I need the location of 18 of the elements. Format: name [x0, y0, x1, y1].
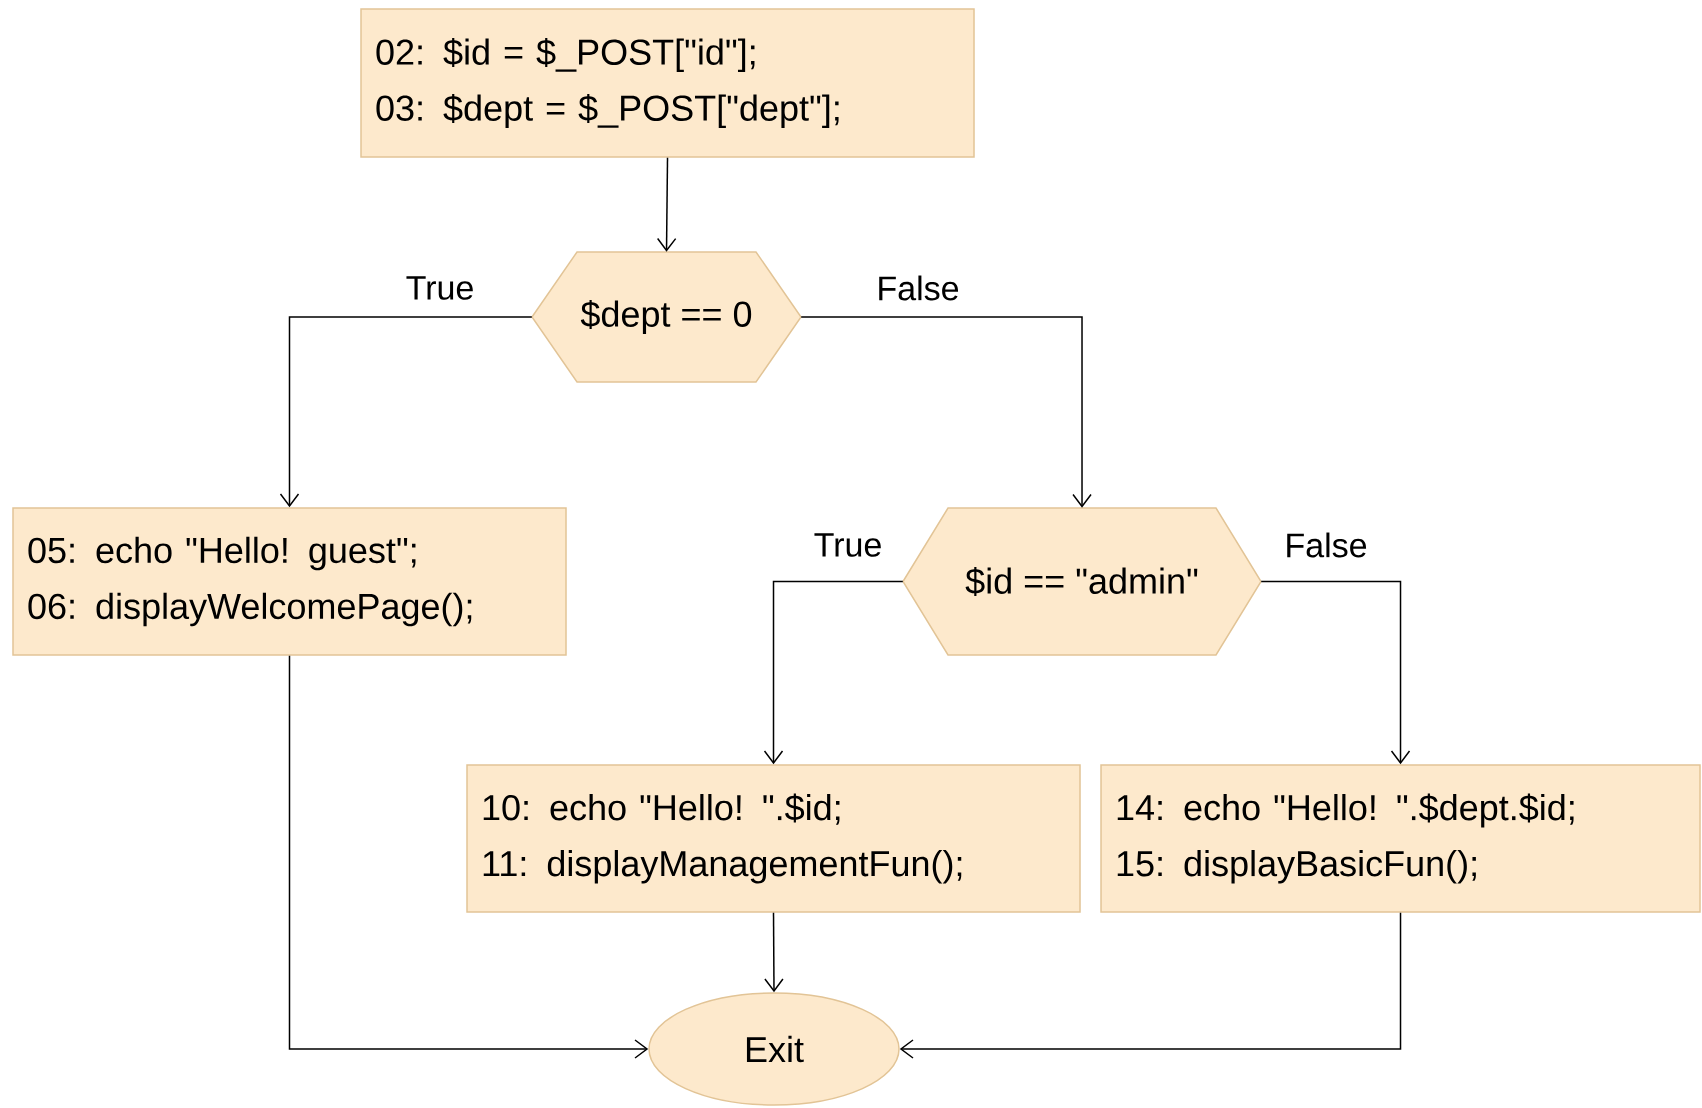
arrow — [899, 912, 1402, 1059]
decision-hexagon: $id == "admin" — [902, 507, 1262, 656]
arrow — [656, 157, 677, 252]
edge-label: True — [403, 274, 477, 302]
decision-hexagon: $dept == 0 — [531, 251, 802, 383]
code-box: 02: $id = $_POST["id"]; 03: $dept = $_POST["dept"]; — [360, 8, 975, 158]
code-box: 10: echo "Hello! ".$id; 11: displayManagementFun(); — [466, 764, 1081, 913]
arrow — [288, 655, 649, 1059]
arrow — [279, 316, 533, 508]
edge-label: False — [874, 273, 962, 303]
arrow — [800, 316, 1092, 508]
edge-label: False — [1282, 530, 1370, 560]
arrow — [1260, 580, 1411, 765]
code-box: 05: echo "Hello! guest"; 06: displayWelcomePage(); — [12, 507, 567, 656]
edge-label: True — [811, 531, 885, 559]
code-box: 14: echo "Hello! ".$dept.$id; 15: displayBasicFun(); — [1100, 764, 1701, 913]
arrow — [763, 580, 904, 765]
arrow — [764, 912, 784, 993]
